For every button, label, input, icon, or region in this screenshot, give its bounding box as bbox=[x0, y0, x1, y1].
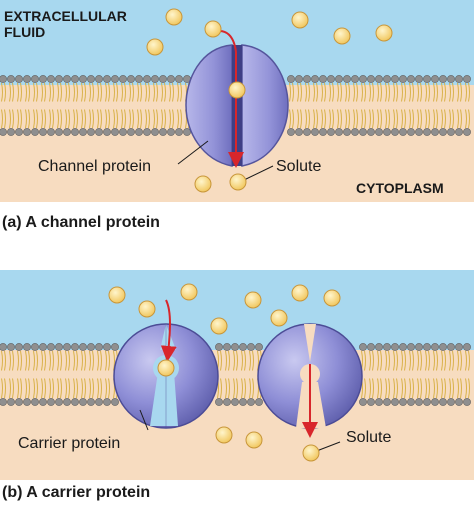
solute-label-b: Solute bbox=[346, 429, 392, 446]
fluid-label: FLUID bbox=[4, 24, 46, 40]
channel-protein-leader bbox=[177, 140, 209, 165]
channel-protein-label: Channel protein bbox=[38, 158, 151, 175]
extracellular-label: EXTRACELLULAR bbox=[4, 8, 127, 24]
solute-particles-b bbox=[108, 283, 341, 462]
carrier-protein-leader bbox=[139, 409, 149, 431]
caption-carrier-protein: (b) A carrier protein bbox=[2, 484, 151, 501]
carrier-protein-diagram bbox=[0, 270, 474, 480]
lipid-bilayer bbox=[0, 75, 471, 136]
solute-label-a: Solute bbox=[276, 158, 322, 175]
carrier-protein-label: Carrier protein bbox=[18, 435, 121, 452]
carrier-in-arrow bbox=[160, 299, 177, 362]
extracellular-fluid-b bbox=[0, 270, 474, 350]
caption-channel-protein: (a) A channel protein bbox=[2, 214, 160, 231]
channel-protein-diagram bbox=[0, 0, 474, 202]
cytoplasm-b bbox=[0, 350, 474, 480]
panel-carrier-protein: Carrier protein Solute bbox=[0, 270, 474, 480]
solute-particles bbox=[146, 8, 393, 193]
cytoplasm-label: CYTOPLASM bbox=[356, 180, 444, 196]
solute-leader bbox=[243, 165, 274, 181]
panel-channel-protein: EXTRACELLULAR FLUID CYTOPLASM Channel pr… bbox=[0, 0, 474, 202]
